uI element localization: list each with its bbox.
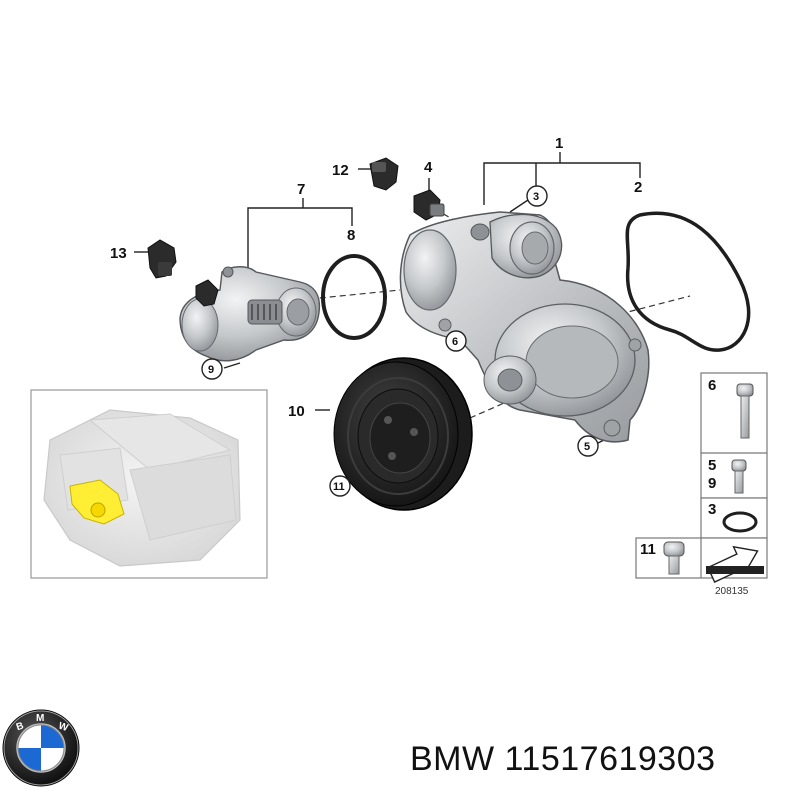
svg-text:W: W (57, 721, 70, 735)
callout-9: 9 (208, 364, 214, 376)
svg-text:M: M (36, 713, 44, 724)
bmw-logo: B M W (2, 709, 80, 787)
gasket-2 (625, 211, 751, 352)
legend-6: 6 (708, 377, 716, 394)
legend-9: 9 (708, 475, 716, 492)
callout-1: 1 (555, 135, 563, 152)
callout-2: 2 (634, 179, 642, 196)
highlighted-water-pump (69, 479, 125, 525)
callout-8: 8 (347, 227, 355, 244)
callout-13: 13 (110, 245, 127, 262)
callout-11: 11 (333, 481, 345, 493)
legend-11: 11 (640, 541, 656, 558)
callout-3: 3 (533, 191, 539, 203)
callout-4: 4 (424, 159, 433, 176)
pulley-10 (333, 357, 473, 511)
bolt-short-icon (731, 459, 747, 494)
callout-7: 7 (297, 181, 305, 198)
part-caption: BMW 11517619303 (410, 740, 795, 790)
sensor-13 (147, 239, 177, 279)
o-ring-small-icon (722, 511, 758, 533)
bolt-long-icon (736, 383, 754, 439)
o-ring-8 (321, 254, 387, 340)
bolt-11-icon (663, 541, 685, 575)
sensor-4 (413, 189, 445, 221)
callout-5: 5 (584, 441, 590, 453)
callout-12: 12 (332, 162, 349, 179)
arrow-symbol-icon (706, 545, 764, 583)
thermostat-assembly (179, 266, 321, 362)
part-number: 208135 (715, 586, 749, 597)
water-pump-assembly (399, 211, 650, 443)
oem-code: 11517619303 (504, 740, 716, 778)
legend-3: 3 (708, 501, 716, 518)
sensor-12 (369, 157, 399, 191)
svg-text:B: B (15, 721, 25, 734)
fastener-legend: 6 5 9 3 11 208135 (635, 372, 768, 597)
legend-5: 5 (708, 457, 716, 474)
callout-labels: 1 2 4 7 8 12 13 10 3 6 9 5 11 (110, 135, 642, 497)
callout-10: 10 (288, 403, 305, 420)
brand-name: BMW (410, 740, 495, 778)
engine-inset (30, 389, 268, 579)
sensor-thermostat (195, 279, 219, 307)
callout-6: 6 (452, 336, 458, 348)
